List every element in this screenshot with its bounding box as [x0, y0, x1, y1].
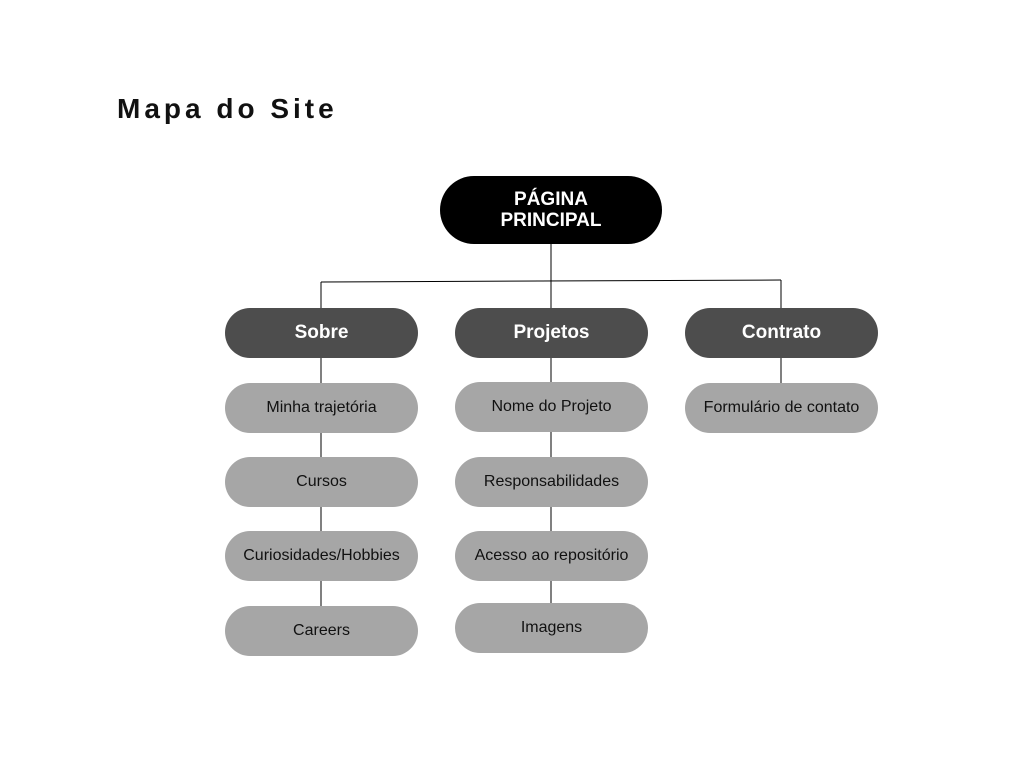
root-node-pagina-principal[interactable]: PÁGINA PRINCIPAL: [440, 176, 662, 244]
section-node-sobre[interactable]: Sobre: [225, 308, 418, 358]
page-node-cursos[interactable]: Cursos: [225, 457, 418, 507]
section-node-contrato[interactable]: Contrato: [685, 308, 878, 358]
page-title: Mapa do Site: [117, 93, 338, 124]
page-node-minha-trajetoria[interactable]: Minha trajetória: [225, 383, 418, 433]
page-node-careers[interactable]: Careers: [225, 606, 418, 656]
page-node-responsabilidades[interactable]: Responsabilidades: [455, 457, 648, 507]
page-node-imagens[interactable]: Imagens: [455, 603, 648, 653]
page-node-curiosidades-hobbies[interactable]: Curiosidades/Hobbies: [225, 531, 418, 581]
page-node-acesso-ao-repositorio[interactable]: Acesso ao repositório: [455, 531, 648, 581]
page-node-nome-do-projeto[interactable]: Nome do Projeto: [455, 382, 648, 432]
section-node-projetos[interactable]: Projetos: [455, 308, 648, 358]
page-node-formulario-de-contato[interactable]: Formulário de contato: [685, 383, 878, 433]
